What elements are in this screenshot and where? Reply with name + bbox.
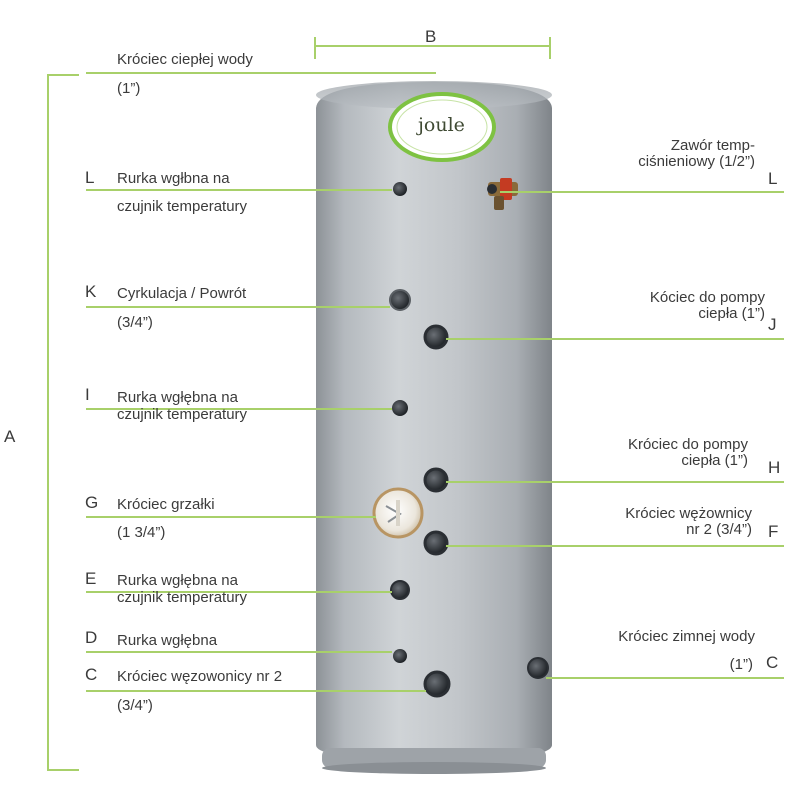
label-h-line1: Króciec do pompy bbox=[627, 436, 748, 453]
dimension-b-tick-left bbox=[314, 37, 316, 59]
label-l-right-line2: ciśnieniowy (1/2”) bbox=[638, 153, 755, 170]
label-l-left-line2: czujnik temperatury bbox=[117, 198, 248, 215]
label-c-right-line1: Króciec zimnej wody bbox=[618, 628, 755, 645]
label-h-line2: ciepła (1”) bbox=[681, 452, 748, 469]
dimension-b-tick-right bbox=[549, 37, 551, 59]
label-f-line2: nr 2 (3/4”) bbox=[686, 521, 752, 538]
label-d-letter: D bbox=[85, 628, 98, 647]
label-l-left-line1: Rurka wgłbna na bbox=[117, 170, 230, 187]
dimension-a-tick-bottom bbox=[47, 769, 79, 771]
label-f-letter: F bbox=[768, 522, 779, 541]
leader-h bbox=[446, 481, 784, 483]
leader-hot-water bbox=[86, 72, 436, 74]
label-j-letter: J bbox=[768, 315, 777, 334]
dimension-b-line bbox=[314, 45, 551, 47]
label-j-line2: ciepła (1”) bbox=[698, 305, 765, 322]
label-c-left-letter: C bbox=[85, 665, 98, 684]
leader-f bbox=[446, 545, 784, 547]
leader-i bbox=[86, 408, 392, 410]
port-F-coil bbox=[423, 530, 449, 556]
label-l-left-letter: L bbox=[85, 168, 95, 187]
label-j-line1: Kóciec do pompy bbox=[649, 289, 765, 306]
label-i-line2: czujnik temperatury bbox=[117, 406, 248, 423]
label-k-line1: Cyrkulacja / Powrót bbox=[117, 285, 247, 302]
port-H-heatpump bbox=[423, 467, 449, 493]
label-i-line1: Rurka wgłębna na bbox=[117, 389, 238, 406]
leader-l-right bbox=[500, 191, 784, 193]
leader-d bbox=[86, 651, 392, 653]
leader-g bbox=[86, 516, 376, 518]
label-d-line1: Rurka wgłębna bbox=[117, 632, 218, 649]
dimension-b-letter: B bbox=[425, 27, 437, 46]
port-I-sensor bbox=[392, 400, 408, 416]
label-hot-water-line2: (1”) bbox=[117, 80, 141, 97]
label-k-line2: (3/4”) bbox=[117, 314, 153, 331]
label-f-line1: Króciec wężownicy bbox=[625, 505, 752, 522]
dimension-a-letter: A bbox=[4, 427, 16, 446]
label-g-line2: (1 3/4”) bbox=[117, 524, 166, 541]
port-E-sensor bbox=[390, 580, 410, 600]
label-c-left-line2: (3/4”) bbox=[117, 697, 153, 714]
leader-j bbox=[446, 338, 784, 340]
port-L-sensor bbox=[393, 182, 407, 196]
label-g-line1: Króciec grzałki bbox=[117, 496, 215, 513]
dimension-a-tick-top bbox=[47, 74, 79, 76]
label-hot-water-line1: Króciec ciepłej wody bbox=[117, 51, 253, 68]
port-K-circulation bbox=[389, 289, 411, 311]
port-C-cold-water bbox=[527, 657, 549, 679]
label-e-line1: Rurka wgłębna na bbox=[117, 572, 238, 589]
label-i-letter: I bbox=[85, 385, 90, 404]
leader-k bbox=[86, 306, 390, 308]
leader-c-right bbox=[546, 677, 784, 679]
label-e-line2: czujnik temperatury bbox=[117, 589, 248, 606]
label-h-letter: H bbox=[768, 458, 781, 477]
port-J-heatpump bbox=[423, 324, 449, 350]
label-g-letter: G bbox=[85, 493, 99, 512]
leader-e bbox=[86, 591, 392, 593]
leader-c-left bbox=[86, 690, 426, 692]
label-k-letter: K bbox=[85, 282, 97, 301]
port-D-sensor bbox=[393, 649, 407, 663]
label-e-letter: E bbox=[85, 569, 97, 588]
heater-G-boss bbox=[372, 487, 424, 539]
leader-l-left bbox=[86, 189, 392, 191]
label-c-right-line2: (1”) bbox=[729, 656, 753, 673]
logo-text: joule bbox=[418, 114, 465, 136]
label-l-right-line1: Zawór temp- bbox=[670, 137, 755, 154]
label-c-right-letter: C bbox=[766, 653, 779, 672]
port-C-coil bbox=[423, 670, 451, 698]
dimension-a-line bbox=[47, 74, 49, 771]
label-c-left-line1: Króciec węzowonicy nr 2 bbox=[117, 668, 283, 685]
joule-logo-badge bbox=[388, 92, 496, 162]
label-l-right-letter: L bbox=[768, 169, 778, 188]
tank-body bbox=[316, 82, 552, 760]
